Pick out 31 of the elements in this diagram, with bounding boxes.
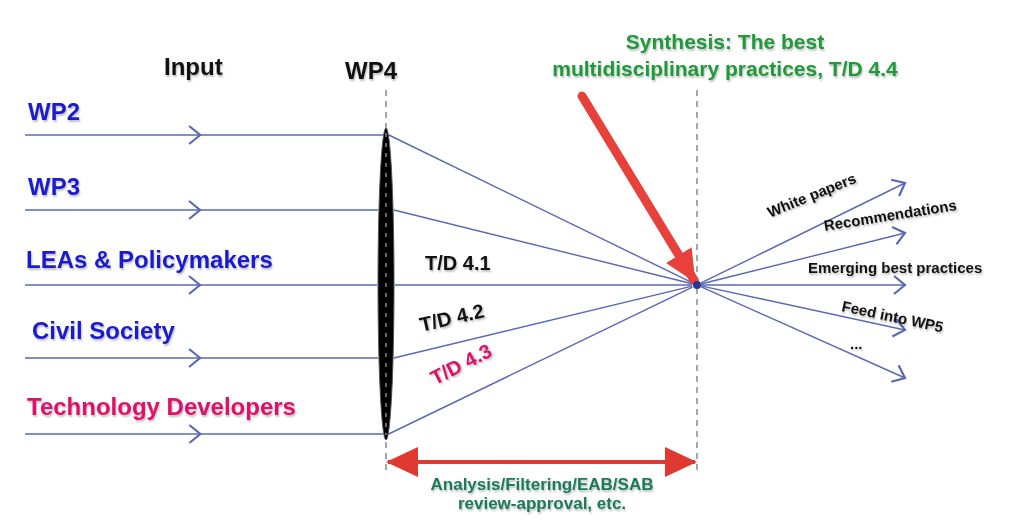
edge-label: Feed into WP5 <box>840 297 945 335</box>
arrow <box>24 274 378 296</box>
arrow <box>700 274 907 296</box>
edge-label: Emerging best practices <box>808 259 983 276</box>
edge-label: T/D 4.2 <box>417 300 487 336</box>
arrow <box>700 285 907 338</box>
dimension-label: Analysis/Filtering/EAB/SAB review-approval, etc. <box>429 476 655 514</box>
arrow <box>24 124 384 146</box>
input-label: Civil Society <box>32 317 175 358</box>
input-label: WP3 <box>28 173 80 210</box>
arrow <box>24 199 379 221</box>
edge-label: T/D 4.1 <box>425 253 491 274</box>
line <box>393 209 693 285</box>
line <box>387 286 694 435</box>
arrow <box>699 178 907 284</box>
input-label: WP2 <box>28 98 80 135</box>
column-heading: Input <box>164 54 223 81</box>
line <box>393 285 693 359</box>
callout-text: Synthesis: The best multidisciplinary practices, T/D 4.4 <box>540 28 910 83</box>
arrow <box>700 225 907 285</box>
input-label: LEAs & Policymakers <box>26 246 273 285</box>
lens-heading: WP4 <box>345 57 397 85</box>
arrow <box>24 347 379 369</box>
edge-label: T/D 4.3 <box>427 340 496 389</box>
arrow <box>699 285 907 383</box>
edge-label: ... <box>850 335 863 352</box>
focal-point <box>693 281 701 289</box>
line <box>394 284 693 286</box>
pointer-arrow <box>577 91 699 286</box>
arrow <box>24 423 385 445</box>
input-label: Technology Developers <box>27 393 296 434</box>
